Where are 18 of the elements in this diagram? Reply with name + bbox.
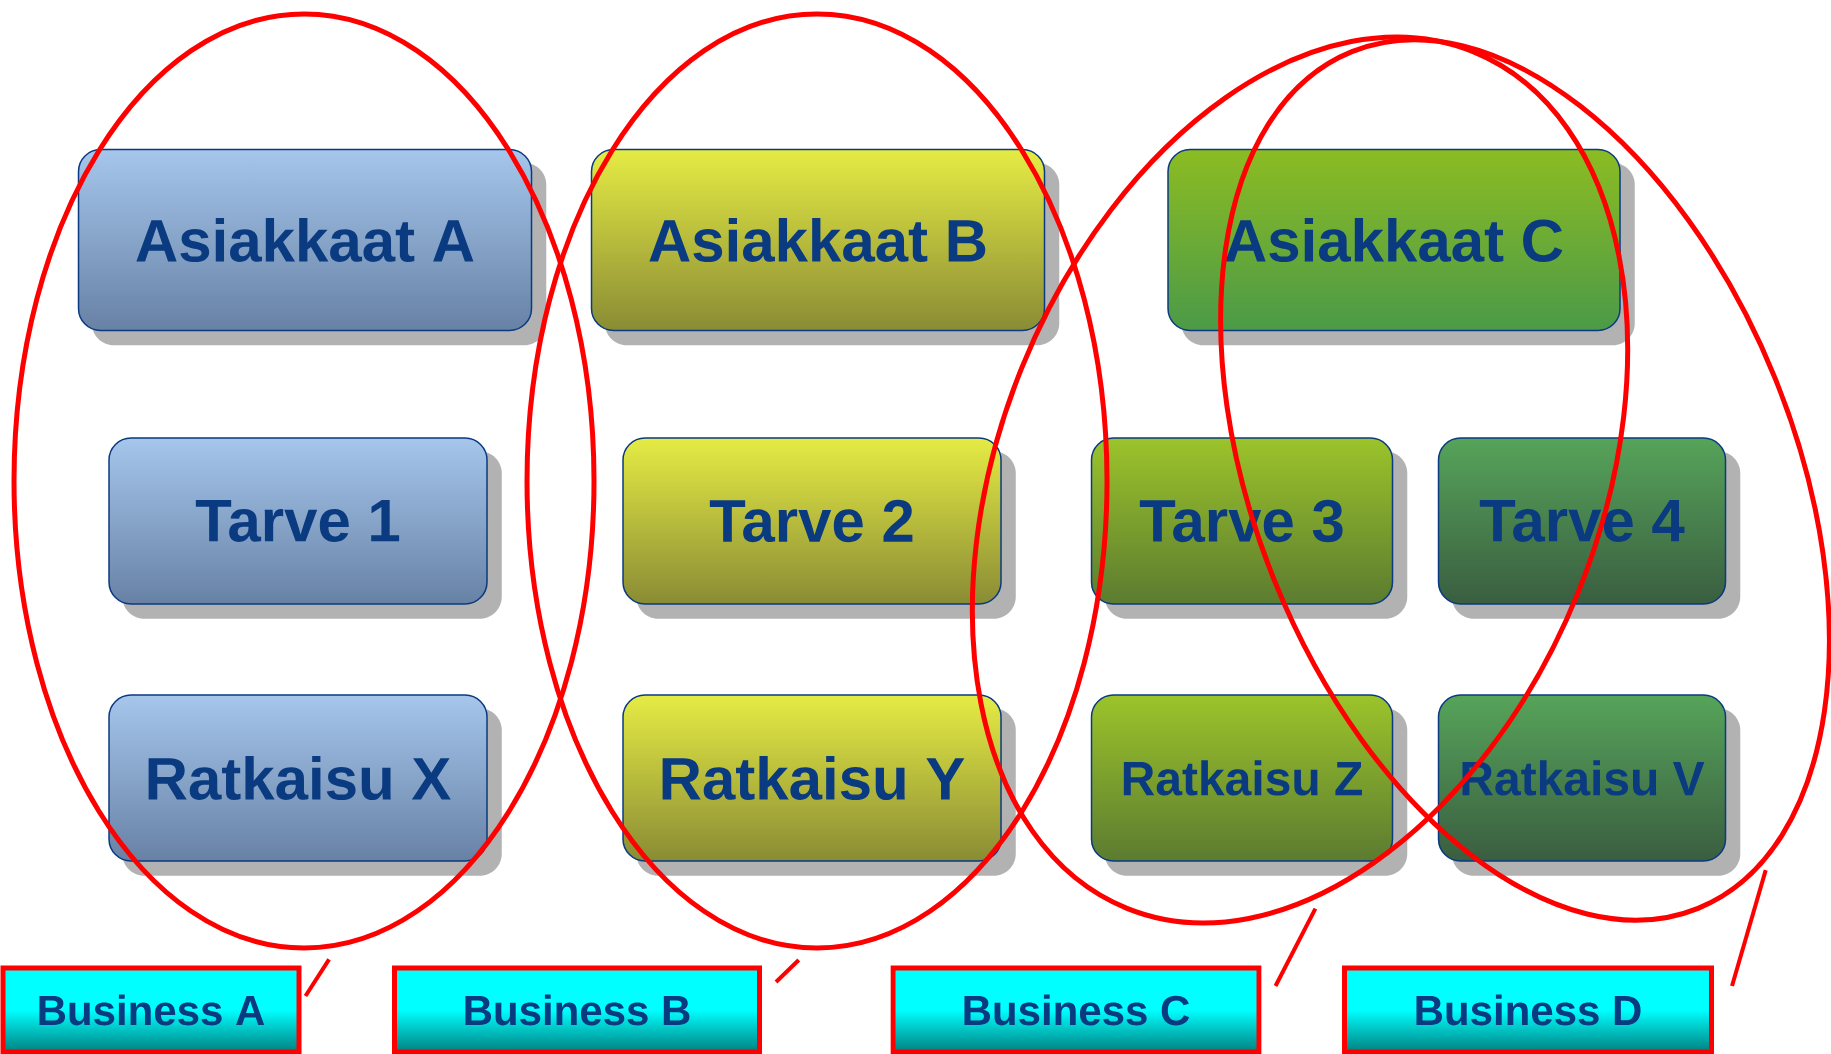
process-box: Ratkaisu V bbox=[1437, 694, 1727, 862]
business-label: Business A bbox=[0, 965, 302, 1054]
process-box: Asiakkaat B bbox=[590, 148, 1046, 332]
business-label: Business B bbox=[392, 965, 762, 1054]
process-box: Tarve 1 bbox=[108, 437, 488, 605]
process-box: Asiakkaat A bbox=[77, 148, 533, 332]
process-box: Tarve 2 bbox=[622, 437, 1002, 605]
ellipse bbox=[11, 11, 597, 951]
business-label: Business C bbox=[890, 965, 1262, 1054]
leader-line bbox=[774, 958, 801, 984]
process-box: Ratkaisu Z bbox=[1090, 694, 1394, 862]
ellipse bbox=[524, 11, 1110, 951]
process-box: Ratkaisu X bbox=[108, 694, 488, 862]
leader-line bbox=[303, 958, 331, 998]
leader-line bbox=[1730, 869, 1768, 987]
business-label: Business D bbox=[1342, 965, 1714, 1054]
process-box: Ratkaisu Y bbox=[622, 694, 1002, 862]
leader-line bbox=[1273, 907, 1318, 987]
